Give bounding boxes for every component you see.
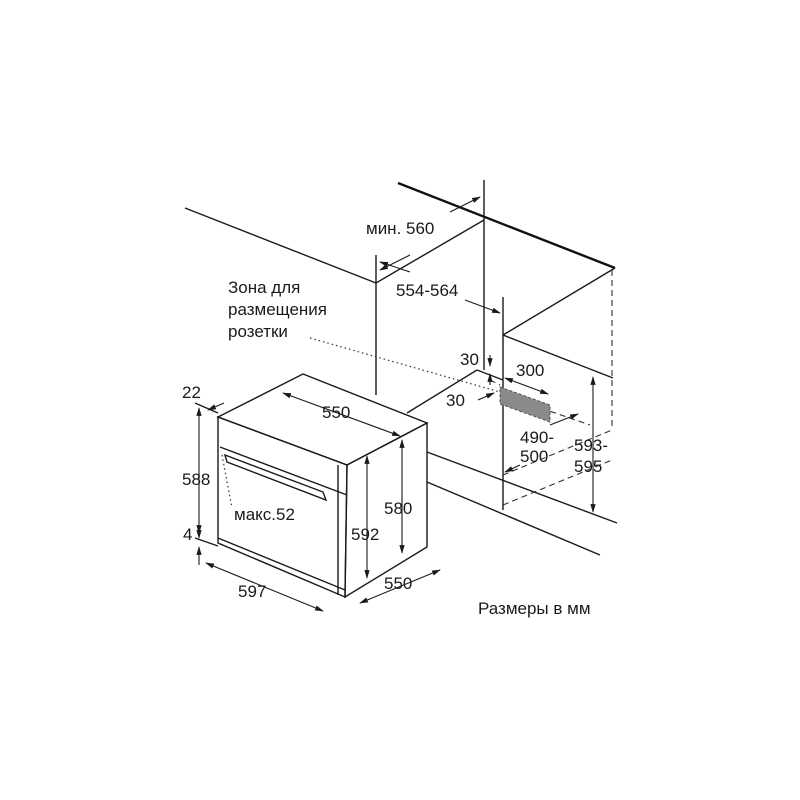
- label-500: 500: [520, 447, 548, 466]
- label-4: 4: [183, 525, 192, 544]
- dimension-lines: [194, 196, 596, 612]
- socket-zone-area: [499, 386, 551, 423]
- units-note: Размеры в мм: [478, 599, 591, 618]
- label-socket-zone-3: розетки: [228, 322, 288, 341]
- label-595: 595: [574, 457, 602, 476]
- label-592: 592: [351, 525, 379, 544]
- oven-handle: [223, 453, 328, 502]
- socket-zone-leader: [309, 337, 501, 393]
- label-min-560: мин. 560: [366, 219, 434, 238]
- label-30-side: 30: [446, 391, 465, 410]
- label-597: 597: [238, 582, 266, 601]
- label-30-top: 30: [460, 350, 479, 369]
- label-300: 300: [516, 361, 544, 380]
- label-max-52: макс.52: [234, 505, 295, 524]
- label-588: 588: [182, 470, 210, 489]
- label-580: 580: [384, 499, 412, 518]
- label-socket-zone-2: размещения: [228, 300, 327, 319]
- label-550-bottom: 550: [384, 574, 412, 593]
- label-490: 490-: [520, 428, 554, 447]
- label-socket-zone-1: Зона для: [228, 278, 300, 297]
- label-593: 593-: [574, 436, 608, 455]
- label-554-564: 554-564: [396, 281, 458, 300]
- label-550-top: 550: [322, 403, 350, 422]
- label-22: 22: [182, 383, 201, 402]
